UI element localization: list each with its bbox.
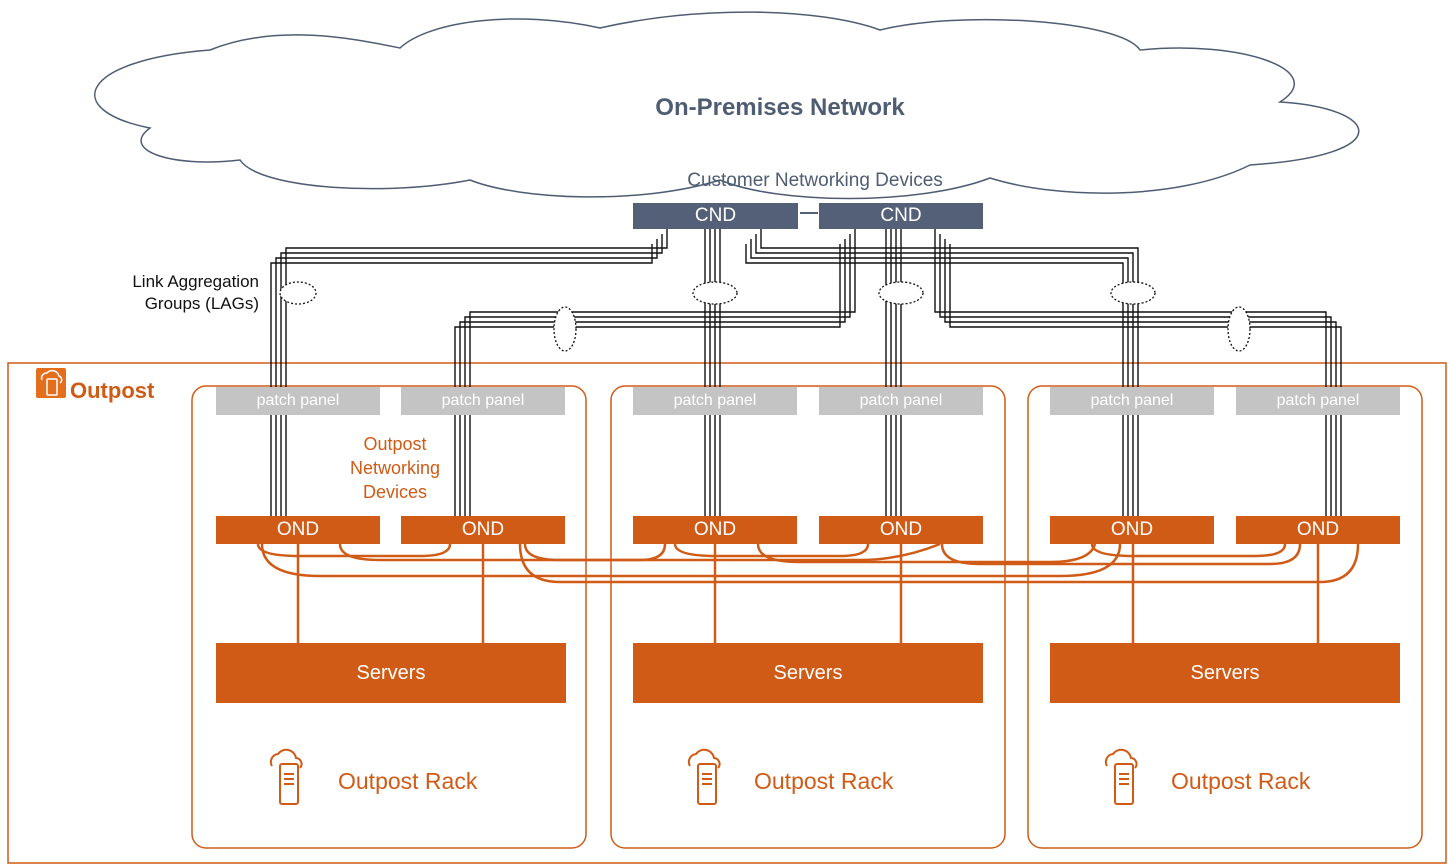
ond-link — [260, 543, 1122, 578]
cable-strand — [285, 229, 668, 516]
outpost-title: Outpost — [70, 378, 155, 403]
outpost-rack-icon — [269, 748, 303, 805]
patch-panel: patch panel — [216, 387, 380, 415]
ond: OND — [819, 516, 983, 544]
servers: Servers — [216, 643, 566, 703]
ond-link — [518, 543, 1360, 584]
outpost-rack-icon-shape — [1104, 748, 1138, 769]
aws-outposts-icon-rack — [46, 378, 58, 396]
aws-outposts-icon-shape — [40, 369, 63, 384]
rack-title: Outpost Rack — [754, 768, 894, 794]
rack-box-1 — [191, 385, 587, 849]
servers: Servers — [1050, 643, 1400, 703]
cable-strand — [944, 239, 1337, 526]
lag-ellipse — [692, 281, 738, 305]
ond: OND — [1236, 516, 1400, 544]
lag-ellipse — [1227, 306, 1251, 352]
aws-outposts-icon — [36, 368, 66, 398]
rack-title: Outpost Rack — [1171, 768, 1311, 794]
ond-link — [1090, 543, 1287, 558]
cable-strand — [459, 239, 846, 526]
cable-strand — [949, 244, 1342, 531]
ond: OND — [216, 516, 380, 544]
lag-markers — [279, 281, 1251, 352]
ond-caption: Outpost Networking Devices — [349, 434, 441, 502]
cable-strand — [454, 244, 841, 531]
patch-panel: patch panel — [1236, 387, 1400, 415]
outpost-rack-icon — [687, 748, 721, 805]
cnd-right: CND — [819, 203, 983, 229]
outpost-rack-icon-shape — [269, 748, 303, 769]
outpost-rack-icon-shape — [687, 748, 721, 769]
rack-box-2 — [610, 385, 1006, 849]
ond-link — [940, 543, 1302, 566]
ond-link — [673, 543, 870, 558]
ond-link — [756, 543, 1097, 564]
ond: OND — [1050, 516, 1214, 544]
ond-link — [338, 543, 667, 562]
ond: OND — [633, 516, 797, 544]
patch-panel: patch panel — [819, 387, 983, 415]
ond: OND — [401, 516, 565, 544]
outpost-boundary — [7, 362, 1447, 864]
cnd-left: CND — [633, 203, 798, 229]
cable-strand — [469, 229, 856, 516]
servers: Servers — [633, 643, 983, 703]
rack-title: Outpost Rack — [338, 768, 478, 794]
lag-ellipse — [279, 281, 317, 305]
cable-strand — [934, 229, 1327, 516]
ond-interconnects — [256, 542, 1360, 643]
on-premises-cloud — [94, 11, 1360, 200]
patch-panel: patch panel — [401, 387, 565, 415]
lag-label: Link Aggregation Groups (LAGs) — [132, 272, 259, 313]
lag-ellipse — [553, 306, 577, 352]
cable-strand — [464, 234, 851, 521]
ond-link — [523, 542, 941, 562]
outpost-rack-icon — [1104, 748, 1138, 805]
on-premises-network-title: On-Premises Network — [655, 94, 905, 121]
rack-box-3 — [1027, 385, 1423, 849]
ond-link — [256, 543, 452, 558]
customer-networking-devices-caption: Customer Networking Devices — [687, 170, 943, 191]
patch-panel: patch panel — [1050, 387, 1214, 415]
cable-strand — [939, 234, 1332, 521]
patch-panel: patch panel — [633, 387, 797, 415]
lag-ellipse — [1110, 281, 1156, 305]
lag-ellipse — [878, 281, 924, 305]
